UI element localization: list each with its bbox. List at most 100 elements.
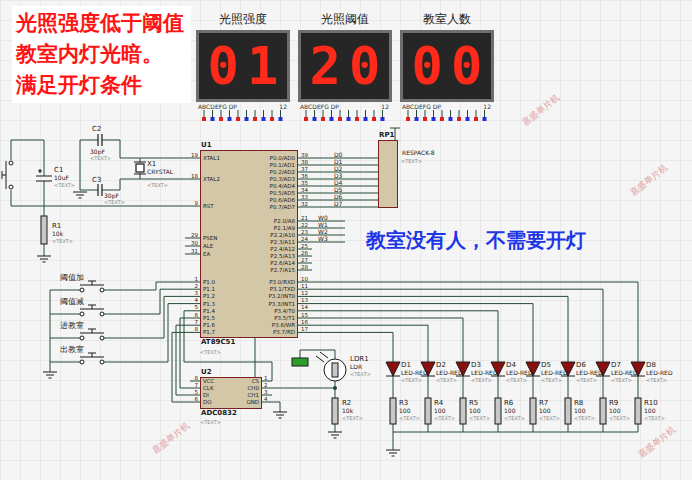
part-ref: D2 xyxy=(436,361,446,369)
part-ref: D5 xyxy=(541,361,551,369)
seven-segment-display: 光照阈值20 xyxy=(298,30,392,102)
pin-number: 1 xyxy=(264,375,268,381)
pin-name: P0.6/AD6 xyxy=(270,197,295,203)
text-placeholder: <TEXT> xyxy=(52,238,73,244)
pin-number: 26 xyxy=(301,250,308,256)
pin-name: P2.0/A8 xyxy=(274,218,295,224)
pin-number: 6 xyxy=(195,312,199,318)
text-placeholder: <TEXT> xyxy=(471,377,492,383)
part-ref: R8 xyxy=(574,399,583,407)
pin-name: P3.6/WR xyxy=(272,322,295,328)
net-label: D1 xyxy=(334,158,342,165)
text-placeholder: <TEXT> xyxy=(644,415,665,421)
pin-number: 25 xyxy=(301,243,308,249)
pin-number: 13 xyxy=(301,297,308,303)
pin-name: P1.3 xyxy=(203,301,215,307)
text-placeholder: <TEXT> xyxy=(200,419,221,425)
part-ref: D8 xyxy=(646,361,656,369)
pin-name: P0.1/AD1 xyxy=(270,162,295,168)
pin-number: 37 xyxy=(301,166,308,172)
text-placeholder: <TEXT> xyxy=(469,415,490,421)
button-label: 阈值减 xyxy=(60,297,84,307)
pin-name: P1.1 xyxy=(203,286,215,292)
net-label: W2 xyxy=(318,228,328,235)
part-value: 100 xyxy=(434,407,445,414)
part-ref: R1 xyxy=(52,222,61,230)
crystal-symbol xyxy=(136,164,144,172)
pin-number: 1 xyxy=(195,276,199,282)
pin-name: P1.0 xyxy=(203,279,215,285)
pin-name: CH0 xyxy=(248,385,259,391)
pin-number: 9 xyxy=(195,200,199,206)
pin-name: P2.4/A12 xyxy=(270,246,295,252)
pin-number: 12 xyxy=(483,103,491,110)
segment-legend: ABCDEFG DP xyxy=(402,103,441,110)
part-value: LED-RED xyxy=(576,369,603,376)
pin-name: PSEN xyxy=(203,235,217,241)
annotation-note: 教室没有人，不需要开灯 xyxy=(366,228,586,252)
crystal-symbol xyxy=(134,162,146,174)
text-placeholder: <TEXT> xyxy=(147,182,168,188)
part-ref: C3 xyxy=(92,176,101,184)
pin-name: P2.3/A11 xyxy=(270,239,295,245)
pin-number: 30 xyxy=(191,240,198,246)
part-value: LED-RED xyxy=(611,369,638,376)
pin-number: 34 xyxy=(301,187,308,193)
ground-symbol xyxy=(43,372,57,378)
ground-symbol xyxy=(386,450,400,456)
part-ref: RP1 xyxy=(379,131,394,139)
pin-number: 4 xyxy=(195,297,199,303)
pin-name: P1.7 xyxy=(203,329,215,335)
text-placeholder: <TEXT> xyxy=(401,158,422,164)
pin-name: CH1 xyxy=(248,392,259,398)
net-label: D2 xyxy=(334,165,342,172)
net-label: D0 xyxy=(334,151,342,158)
ldr-symbol xyxy=(292,352,346,390)
part-value: 100 xyxy=(399,407,410,414)
part-value: 100 xyxy=(644,407,655,414)
pin-number: 24 xyxy=(301,236,308,242)
part-value: 10uF xyxy=(54,174,69,181)
pin-number: 31 xyxy=(191,248,198,254)
part-ref: R6 xyxy=(504,399,513,407)
port3-wire xyxy=(298,282,638,362)
display-title: 教室人数 xyxy=(391,12,503,26)
button-wire xyxy=(50,282,200,372)
ground-symbol xyxy=(37,256,51,262)
pin-name: P1.5 xyxy=(203,315,215,321)
pin-number: 12 xyxy=(381,103,389,110)
button-label: 进教室 xyxy=(60,321,84,331)
net-label: W0 xyxy=(318,214,328,221)
pin-number: 29 xyxy=(191,232,198,238)
pin-number: 22 xyxy=(301,222,308,228)
display-pin xyxy=(204,110,485,117)
part-ref: C1 xyxy=(54,166,63,174)
data-bus-wire xyxy=(298,128,400,207)
capacitor-symbol xyxy=(98,134,102,196)
part-value: 100 xyxy=(539,407,550,414)
led-symbols xyxy=(386,362,645,376)
pin-number: 11 xyxy=(301,283,308,289)
pin-name: VCC xyxy=(203,378,214,384)
text-placeholder: <TEXT> xyxy=(506,377,527,383)
crystal-wire xyxy=(80,140,200,190)
pin-number: 32 xyxy=(301,201,308,207)
net-label: D6 xyxy=(334,193,342,200)
pin-number: 2 xyxy=(264,382,268,388)
part-ref: D3 xyxy=(471,361,481,369)
part-ref: R9 xyxy=(609,399,618,407)
part-ref: R5 xyxy=(469,399,478,407)
pin-number: 35 xyxy=(301,180,308,186)
pin-name: P3.7/RD xyxy=(273,329,295,335)
part-value: 100 xyxy=(609,407,620,414)
pin-name: P3.0/RXD xyxy=(269,279,295,285)
part-ref: R7 xyxy=(539,399,548,407)
net-label: D4 xyxy=(334,179,342,186)
pin-number: 3 xyxy=(264,389,268,395)
pin-name: P0.7/AD7 xyxy=(270,204,295,210)
part-value: 30pF xyxy=(90,148,105,155)
part-value: LED-RED xyxy=(646,369,673,376)
pin-name: P0.0/AD0 xyxy=(270,155,295,161)
display-digits: 00 xyxy=(403,33,491,99)
